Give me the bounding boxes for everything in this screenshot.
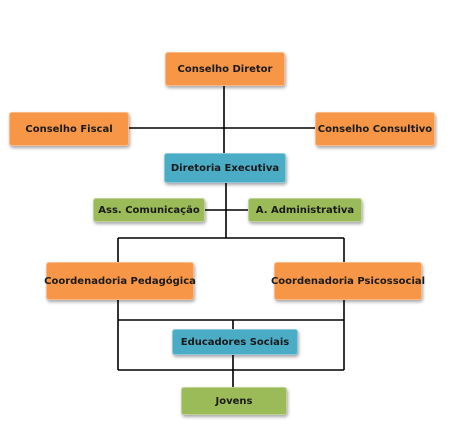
jovens-box: Jovens (181, 387, 287, 415)
coordenadoria-psicossocial-box: Coordenadoria Psicossocial (271, 262, 425, 300)
a-administrativa-box: A. Administrativa (248, 198, 362, 222)
coordenadoria-pedagogica-box: Coordenadoria Pedagógica (44, 262, 196, 300)
diretoria-executiva-box: Diretoria Executiva (164, 153, 286, 183)
conselho-fiscal-box: Conselho Fiscal (9, 112, 129, 146)
conselho-diretor-box: Conselho Diretor (165, 52, 285, 86)
ass-comunicacao-box: Ass. Comunicação (93, 198, 205, 222)
educadores-sociais-box: Educadores Sociais (172, 329, 298, 355)
conselho-consultivo-box: Conselho Consultivo (315, 112, 435, 146)
